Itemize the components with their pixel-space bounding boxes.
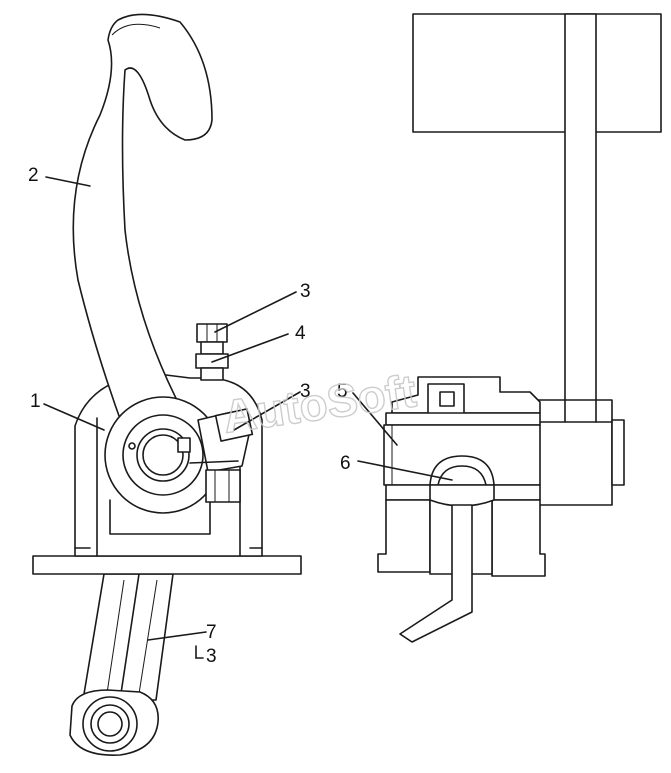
sectioned-housing bbox=[377, 376, 546, 577]
lower-lever-arm bbox=[82, 573, 174, 701]
left-assembly bbox=[32, 13, 302, 756]
callout-3-top: 3 bbox=[300, 281, 311, 302]
lower-eye-bushing bbox=[69, 689, 159, 756]
ball-joint bbox=[429, 455, 495, 507]
callout-2: 2 bbox=[28, 165, 39, 186]
callout-3-clamp: 3 bbox=[300, 381, 311, 402]
callout-1: 1 bbox=[30, 391, 41, 412]
callout-4: 4 bbox=[295, 323, 306, 344]
base-plate bbox=[32, 555, 302, 575]
leader-lines bbox=[43, 176, 453, 659]
pedal-pad bbox=[412, 13, 662, 133]
rod-end-block bbox=[537, 399, 625, 506]
right-assembly bbox=[377, 13, 662, 643]
clamp-bolt bbox=[189, 408, 254, 503]
callout-5: 5 bbox=[337, 381, 348, 402]
top-adjusting-bolt bbox=[195, 323, 229, 381]
callouts: 1 2 3 4 3 5 6 7 3 bbox=[28, 165, 351, 667]
pedal-hub bbox=[104, 396, 222, 514]
pedal-rod bbox=[564, 13, 597, 423]
callout-6: 6 bbox=[340, 453, 351, 474]
push-rod bbox=[399, 504, 473, 643]
callout-7: 7 bbox=[206, 622, 217, 643]
callout-3-lower: 3 bbox=[206, 646, 217, 667]
pedal-lever bbox=[72, 13, 213, 431]
